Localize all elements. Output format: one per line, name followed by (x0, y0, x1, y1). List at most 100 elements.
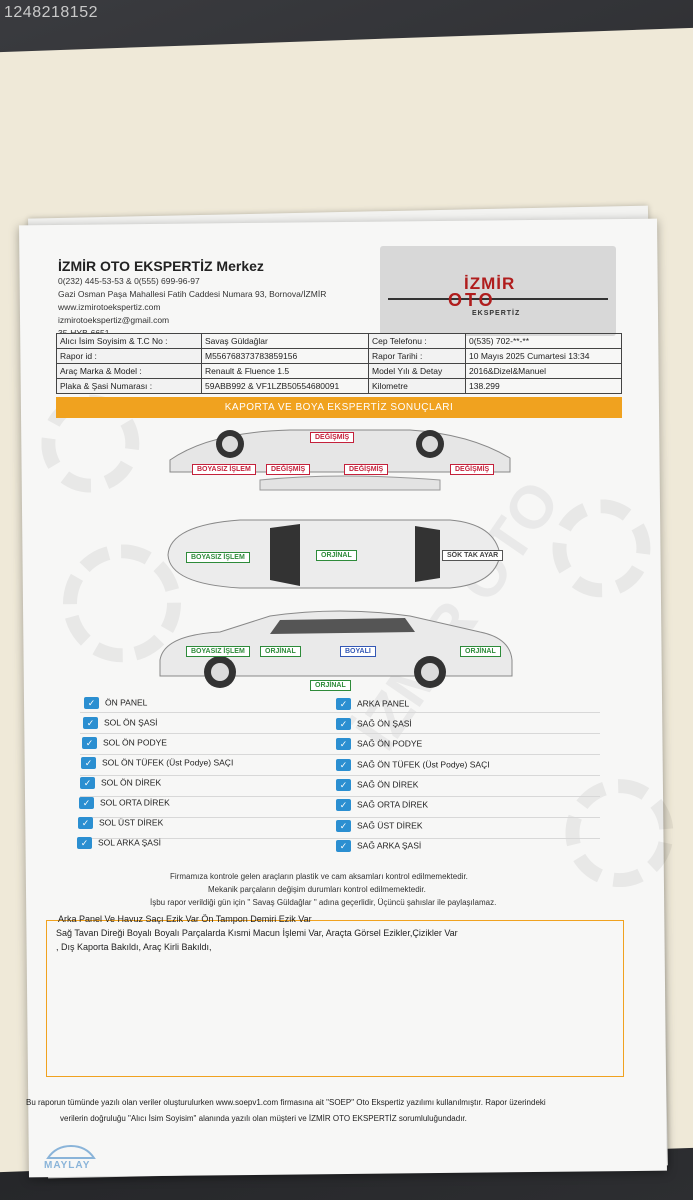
checklist-label: SOL ÖN TÜFEK (Üst Podye) SAÇI (102, 757, 234, 768)
checklist-label: SAĞ ÜST DİREK (357, 820, 423, 831)
comment-line: , Dış Kaporta Bakıldı, Araç Kirli Bakıld… (56, 942, 212, 952)
checklist-label: SAĞ ÖN TÜFEK (Üst Podye) SAÇI (357, 759, 490, 770)
checkbox-icon: ✓ (336, 840, 351, 852)
tag-boyasiz-islem: BOYASIZ İŞLEM (186, 552, 250, 563)
divider (80, 817, 600, 818)
info-value: 10 Mayıs 2025 Cumartesi 13:34 (465, 348, 622, 364)
company-phone: 0(232) 445-53-53 & 0(555) 699-96-97 (58, 276, 200, 286)
tag-boyali: BOYALI (340, 646, 376, 657)
info-key: Cep Telefonu : (368, 333, 466, 349)
tag-sok-tak-ayar: SÖK TAK AYAR (442, 550, 504, 561)
checklist-label: SOL ÖN ŞASİ (104, 717, 158, 728)
tag-degismis: DEĞİŞMİŞ (266, 464, 311, 475)
note-line: Firmamıza kontrole gelen araçların plast… (170, 872, 468, 881)
checkbox-icon: ✓ (79, 797, 94, 809)
tag-degismis: DEĞİŞMİŞ (310, 432, 355, 443)
note-line: Mekanik parçaların değişim durumları kon… (208, 885, 426, 894)
comment-line: Sağ Tavan Direği Boyalı Boyalı Parçalard… (56, 928, 458, 938)
checklist-item-left: ✓ SOL ORTA DİREK (79, 797, 170, 809)
info-value: Renault & Fluence 1.5 (201, 363, 369, 379)
tag-boyasiz-islem: BOYASIZ İŞLEM (192, 464, 256, 475)
checklist-label: SAĞ ORTA DİREK (357, 799, 429, 810)
checklist-item-left: ✓ SOL ÖN PODYE (82, 737, 167, 749)
side-windows (270, 618, 415, 634)
gear-watermark-icon (564, 778, 674, 888)
checklist-item-left: ✓SOL ÖN ŞASİ (83, 717, 158, 729)
car-silhouette-icon (46, 1144, 96, 1159)
checkbox-icon: ✓ (336, 698, 351, 710)
rear-window (415, 526, 440, 582)
checklist-label: SOL ÜST DİREK (99, 817, 164, 828)
checkbox-icon: ✓ (336, 759, 351, 771)
checklist-item-right: ✓SAĞ ÖN PODYE (336, 738, 422, 750)
checkbox-icon: ✓ (336, 820, 351, 832)
wheel-hub-icon (422, 436, 438, 452)
company-email: izmirotoekspertiz@gmail.com (58, 315, 170, 325)
checklist-label: SOL ARKA ŞASİ (98, 837, 161, 848)
divider (80, 712, 600, 713)
info-key: Alıcı İsim Soyisim & T.C No : (56, 333, 202, 349)
logo-line-3: EKSPERTİZ (472, 310, 521, 317)
izmir-oto-logo: İZMİR OTO EKSPERTİZ (380, 246, 616, 336)
info-row: Alıcı İsim Soyisim & T.C No : Savaş Güld… (56, 333, 622, 349)
checklist-label: SOL ÖN DİREK (101, 777, 162, 788)
vehicle-info-table: Alıcı İsim Soyisim & T.C No : Savaş Güld… (56, 333, 622, 394)
divider (80, 775, 600, 776)
checkbox-icon: ✓ (336, 799, 351, 811)
checkbox-icon: ✓ (336, 738, 351, 750)
comment-line: Arka Panel Ve Havuz Saçı Ezik Var Ön Tam… (58, 914, 312, 924)
checklist-item-left: ✓ SOL ÜST DİREK (78, 817, 163, 829)
checkbox-icon: ✓ (81, 757, 96, 769)
wheel-hub-icon (222, 436, 238, 452)
checklist-item-left: ✓SOL ÖN DİREK (80, 777, 161, 789)
tag-degismis: DEĞİŞMİŞ (344, 464, 389, 475)
info-value: 2016&Dizel&Manuel (465, 363, 622, 379)
checklist-item-right: ✓ ARKA PANEL (336, 698, 409, 710)
maylay-label: MAYLAY (44, 1160, 91, 1171)
checkbox-icon: ✓ (84, 697, 99, 709)
tag-degismis: DEĞİŞMİŞ (450, 464, 495, 475)
checklist-item-left: ✓ SOL ARKA ŞASİ (77, 837, 161, 849)
info-value: Savaş Güldağlar (201, 333, 369, 349)
logo-bar (388, 298, 608, 300)
checklist-label: SOL ORTA DİREK (100, 797, 170, 808)
info-row: Rapor id : M556768373783859156 Rapor Tar… (56, 348, 622, 364)
checkbox-icon: ✓ (82, 737, 97, 749)
checklist-item-left: ✓ SOL ÖN TÜFEK (Üst Podye) SAÇI (81, 757, 233, 769)
divider (80, 838, 600, 839)
maylay-logo: MAYLAY (36, 1138, 106, 1178)
checklist-item-right: ✓ SAĞ ORTA DİREK (336, 799, 428, 811)
checklist-label: SAĞ ARKA ŞASİ (357, 840, 422, 851)
checklist-item-left: ✓ÖN PANEL (84, 697, 147, 709)
info-key: Rapor id : (56, 348, 202, 364)
car-damage-diagram: DEĞİŞMİŞ BOYASIZ İŞLEM DEĞİŞMİŞ DEĞİŞMİŞ… (150, 420, 530, 695)
checklist-label: ARKA PANEL (357, 698, 410, 709)
checklist-item-right: ✓ SAĞ ARKA ŞASİ (336, 840, 421, 852)
info-key: Model Yılı & Detay (368, 363, 466, 379)
info-key: Kilometre (368, 378, 466, 394)
company-website: www.izmirotoekspertiz.com (58, 302, 161, 312)
tag-orjinal: ORJİNAL (460, 646, 501, 657)
footer-line: verilerin doğruluğu "Alıcı İsim Soyisim"… (60, 1114, 467, 1123)
checklist-item-right: ✓ SAĞ ÖN TÜFEK (Üst Podye) SAÇI (336, 759, 490, 771)
info-value: 0(535) 702-**-** (465, 333, 622, 349)
checklist-label: SOL ÖN PODYE (103, 737, 167, 748)
checklist-item-right: ✓SAĞ ÖN ŞASİ (336, 718, 412, 730)
car-roof-strip (259, 475, 441, 491)
info-value: 138.299 (465, 378, 622, 394)
checkbox-icon: ✓ (77, 837, 92, 849)
tag-orjinal: ORJİNAL (310, 680, 351, 691)
checkbox-icon: ✓ (336, 779, 351, 791)
tag-boyasiz-islem: BOYASIZ İŞLEM (186, 646, 250, 657)
info-value: M556768373783859156 (201, 348, 369, 364)
divider (80, 796, 600, 797)
info-value: 59ABB992 & VF1LZB50554680091 (201, 378, 369, 394)
info-key: Plaka & Şasi Numarası : (56, 378, 202, 394)
checklist-item-right: ✓ SAĞ ÜST DİREK (336, 820, 423, 832)
checklist-label: SAĞ ÖN ŞASİ (357, 718, 412, 729)
tag-orjinal: ORJİNAL (316, 550, 357, 561)
car-outline-svg (159, 429, 513, 688)
divider (80, 754, 600, 755)
checkbox-icon: ✓ (78, 817, 93, 829)
note-line: İşbu rapor verildiği gün için " Savaş Gü… (150, 898, 497, 907)
